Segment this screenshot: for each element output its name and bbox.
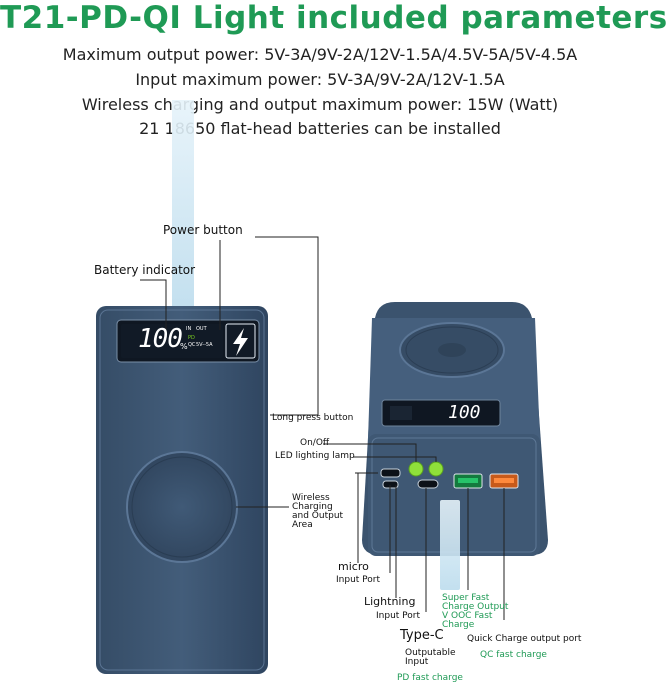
label-long-press: Long press button: [272, 413, 354, 423]
micro-port: [380, 468, 401, 478]
type-c-port: [417, 479, 439, 489]
label-led-lamp: LED lighting lamp: [275, 451, 355, 461]
label-wireless-1: Wireless: [292, 493, 330, 503]
front-display-pd: PD: [188, 335, 195, 341]
side-power-bank: [362, 302, 548, 556]
spec-batteries: 21 18650 flat-head batteries can be inst…: [139, 119, 501, 138]
label-typec-sub-2: Input: [405, 657, 429, 667]
label-power-button: Power button: [163, 223, 243, 237]
label-wireless-3: and Output: [292, 511, 344, 521]
page-title: T21-PD-QI Light included parameters: [0, 0, 668, 36]
label-super-fast-1: Super Fast: [442, 593, 490, 603]
label-battery-indicator: Battery indicator: [94, 263, 196, 277]
label-typec-sub-1: Outputable: [405, 648, 456, 658]
led-lamp: [428, 461, 444, 477]
leader-lines: [140, 236, 505, 620]
front-display-value: 100: [138, 324, 183, 354]
front-display-5v: 5V--5A: [196, 342, 213, 348]
product-illustration: [96, 100, 548, 674]
label-lightning: Lightning: [364, 595, 416, 608]
front-display-qc: QC: [188, 342, 196, 348]
side-light-beam: [440, 500, 460, 590]
label-qc-fast: QC fast charge: [480, 650, 547, 660]
label-typec: Type-C: [400, 628, 444, 643]
label-quick-charge: Quick Charge output port: [467, 634, 582, 644]
label-pd-fast: PD fast charge: [397, 673, 463, 683]
front-display-in: IN: [186, 326, 192, 332]
label-wireless-4: Area: [292, 520, 313, 530]
spec-max-output: Maximum output power: 5V-3A/9V-2A/12V-1.…: [62, 45, 578, 64]
spec-input-max: Input maximum power: 5V-3A/9V-2A/12V-1.5…: [135, 70, 505, 89]
front-display-out: OUT: [196, 326, 207, 332]
label-lightning-sub: Input Port: [376, 611, 421, 621]
side-display-value: 100: [448, 402, 481, 423]
on-off-button: [408, 461, 424, 477]
label-super-fast-3: V OOC Fast: [442, 611, 493, 621]
label-wireless-2: Charging: [292, 502, 333, 512]
label-on-off: On/Off: [300, 438, 330, 448]
front-power-bank: [96, 306, 268, 674]
lightning-bolt-icon: [233, 328, 248, 356]
label-micro: micro: [338, 560, 369, 573]
label-super-fast-2: Charge Output: [442, 602, 509, 612]
label-micro-sub: Input Port: [336, 575, 381, 585]
label-super-fast-4: Charge: [442, 620, 475, 630]
front-wireless-coil: [126, 451, 238, 563]
spec-wireless: Wireless charging and output maximum pow…: [81, 95, 559, 114]
front-light-beam: [172, 100, 194, 310]
front-display-percent: %: [180, 342, 188, 351]
